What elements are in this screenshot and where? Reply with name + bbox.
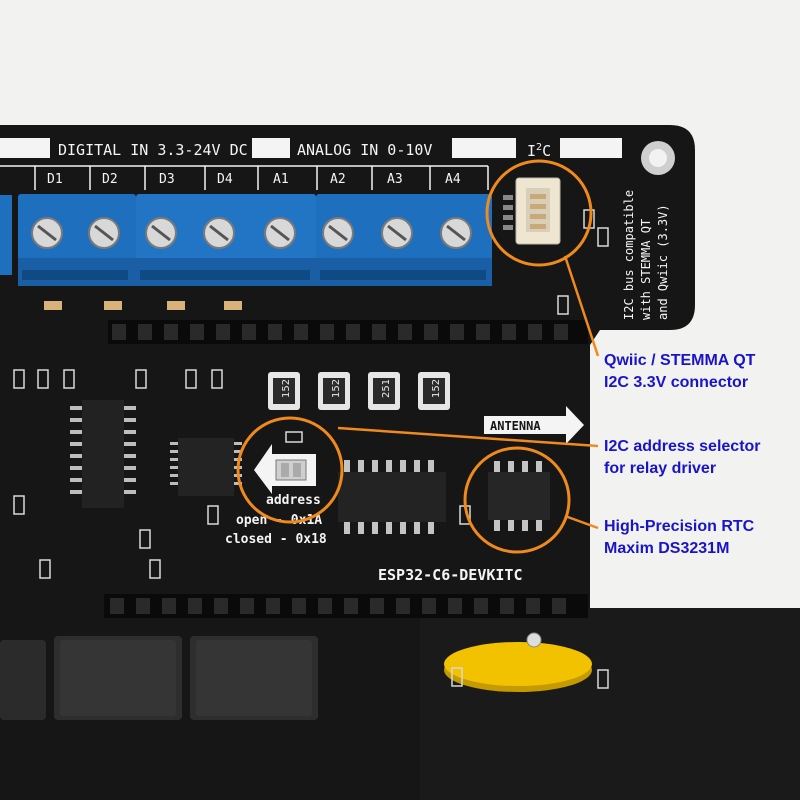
side-note: I2C bus compatible with STEMMA QT and Qw… <box>622 190 670 320</box>
terminal-blocks <box>0 194 492 286</box>
header-digital-label: DIGITAL IN 3.3-24V DC <box>58 141 248 159</box>
terminal-label-a3: A3 <box>387 172 403 187</box>
ic-center <box>338 460 446 534</box>
resistors: 152 152 251 152 <box>268 372 450 410</box>
resistor-code-3: 251 <box>381 379 392 398</box>
pin-header-top <box>108 320 588 344</box>
address-closed-label: closed - 0x18 <box>225 532 327 547</box>
callout-rtc-line-1: High-Precision RTC <box>604 518 755 535</box>
terminal-label-a1: A1 <box>273 172 289 187</box>
terminal-label-d1: D1 <box>47 172 63 187</box>
callout-address-line-1: I2C address selector <box>604 438 761 455</box>
highlight-qwiic <box>485 159 593 267</box>
rtc-chip <box>488 461 550 531</box>
callout-qwiic-line-1: Qwiic / STEMMA QT <box>604 352 756 369</box>
resistor-code-1: 152 <box>281 379 292 398</box>
header-i2c-label: I2C <box>527 142 551 160</box>
ic-relay-driver <box>170 438 242 496</box>
callout-qwiic-line-2: I2C 3.3V connector <box>604 374 749 391</box>
callout-rtc: High-Precision RTC Maxim DS3231M <box>604 516 754 560</box>
ic-left <box>70 400 136 508</box>
antenna-label: ANTENNA <box>490 419 541 433</box>
coin-cell-battery <box>444 632 592 692</box>
address-jumper <box>275 459 307 481</box>
header-analog-label: ANALOG IN 0-10V <box>297 141 432 159</box>
side-note-line-1: I2C bus compatible <box>622 190 636 320</box>
highlight-address <box>236 416 344 524</box>
address-label: address <box>266 493 321 508</box>
callout-rtc-line-2: Maxim DS3231M <box>604 540 730 557</box>
terminal-label-d4: D4 <box>217 172 233 187</box>
terminal-label-d3: D3 <box>159 172 175 187</box>
module-label: ESP32-C6-DEVKITC <box>378 566 523 584</box>
relays <box>0 636 318 720</box>
antenna-arrow <box>484 406 584 444</box>
resistor-code-4: 152 <box>431 379 442 398</box>
terminal-label-a2: A2 <box>330 172 346 187</box>
terminal-label-d2: D2 <box>102 172 118 187</box>
callout-address-line-2: for relay driver <box>604 460 717 477</box>
lower-board <box>420 608 800 800</box>
callout-qwiic: Qwiic / STEMMA QT I2C 3.3V connector <box>604 350 755 394</box>
resistor-code-2: 152 <box>331 379 342 398</box>
side-note-line-3: and Qwiic (3.3V) <box>656 204 670 320</box>
side-note-line-2: with STEMMA QT <box>639 219 653 320</box>
pin-header-bottom <box>104 594 588 618</box>
callout-address-selector: I2C address selector for relay driver <box>604 436 761 480</box>
terminal-label-a4: A4 <box>445 172 461 187</box>
highlight-rtc <box>463 446 571 554</box>
